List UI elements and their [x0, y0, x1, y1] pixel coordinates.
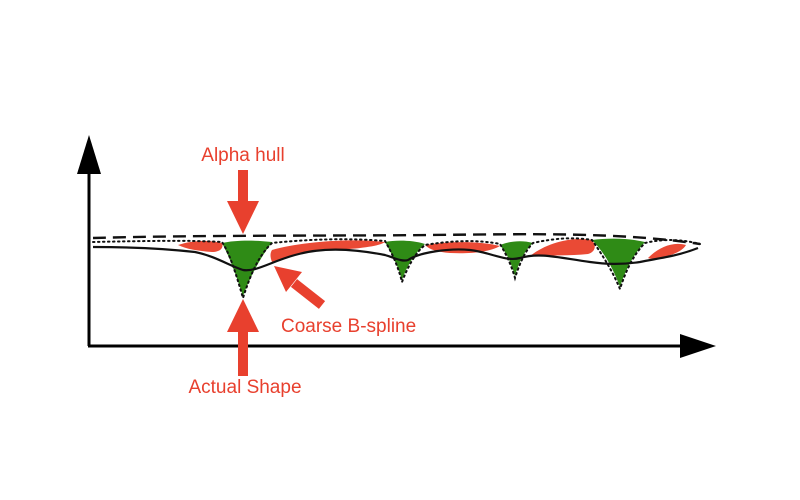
actual-shape-label: Actual Shape	[188, 377, 301, 398]
concavity-1	[222, 240, 272, 296]
actual-shape-arrow	[227, 299, 259, 376]
annotation-arrows	[227, 170, 326, 376]
actual-shape-curve	[92, 245, 699, 272]
axes	[77, 135, 716, 358]
alpha-hull-arrow	[227, 170, 259, 234]
y-axis-arrowhead	[77, 135, 101, 174]
red-region	[648, 243, 686, 259]
red-region	[270, 240, 385, 262]
alpha-hull-label: Alpha hull	[201, 145, 284, 166]
coarse-spline-error-regions	[178, 238, 686, 262]
coarse-bspline-curve	[92, 233, 701, 246]
coarse-bspline-label: Coarse B-spline	[281, 316, 416, 337]
red-region	[178, 240, 223, 252]
red-region	[530, 238, 595, 256]
alpha-hull-curve	[92, 237, 701, 302]
coarse-bspline-arrow	[274, 266, 326, 309]
x-axis-arrowhead	[680, 334, 716, 358]
